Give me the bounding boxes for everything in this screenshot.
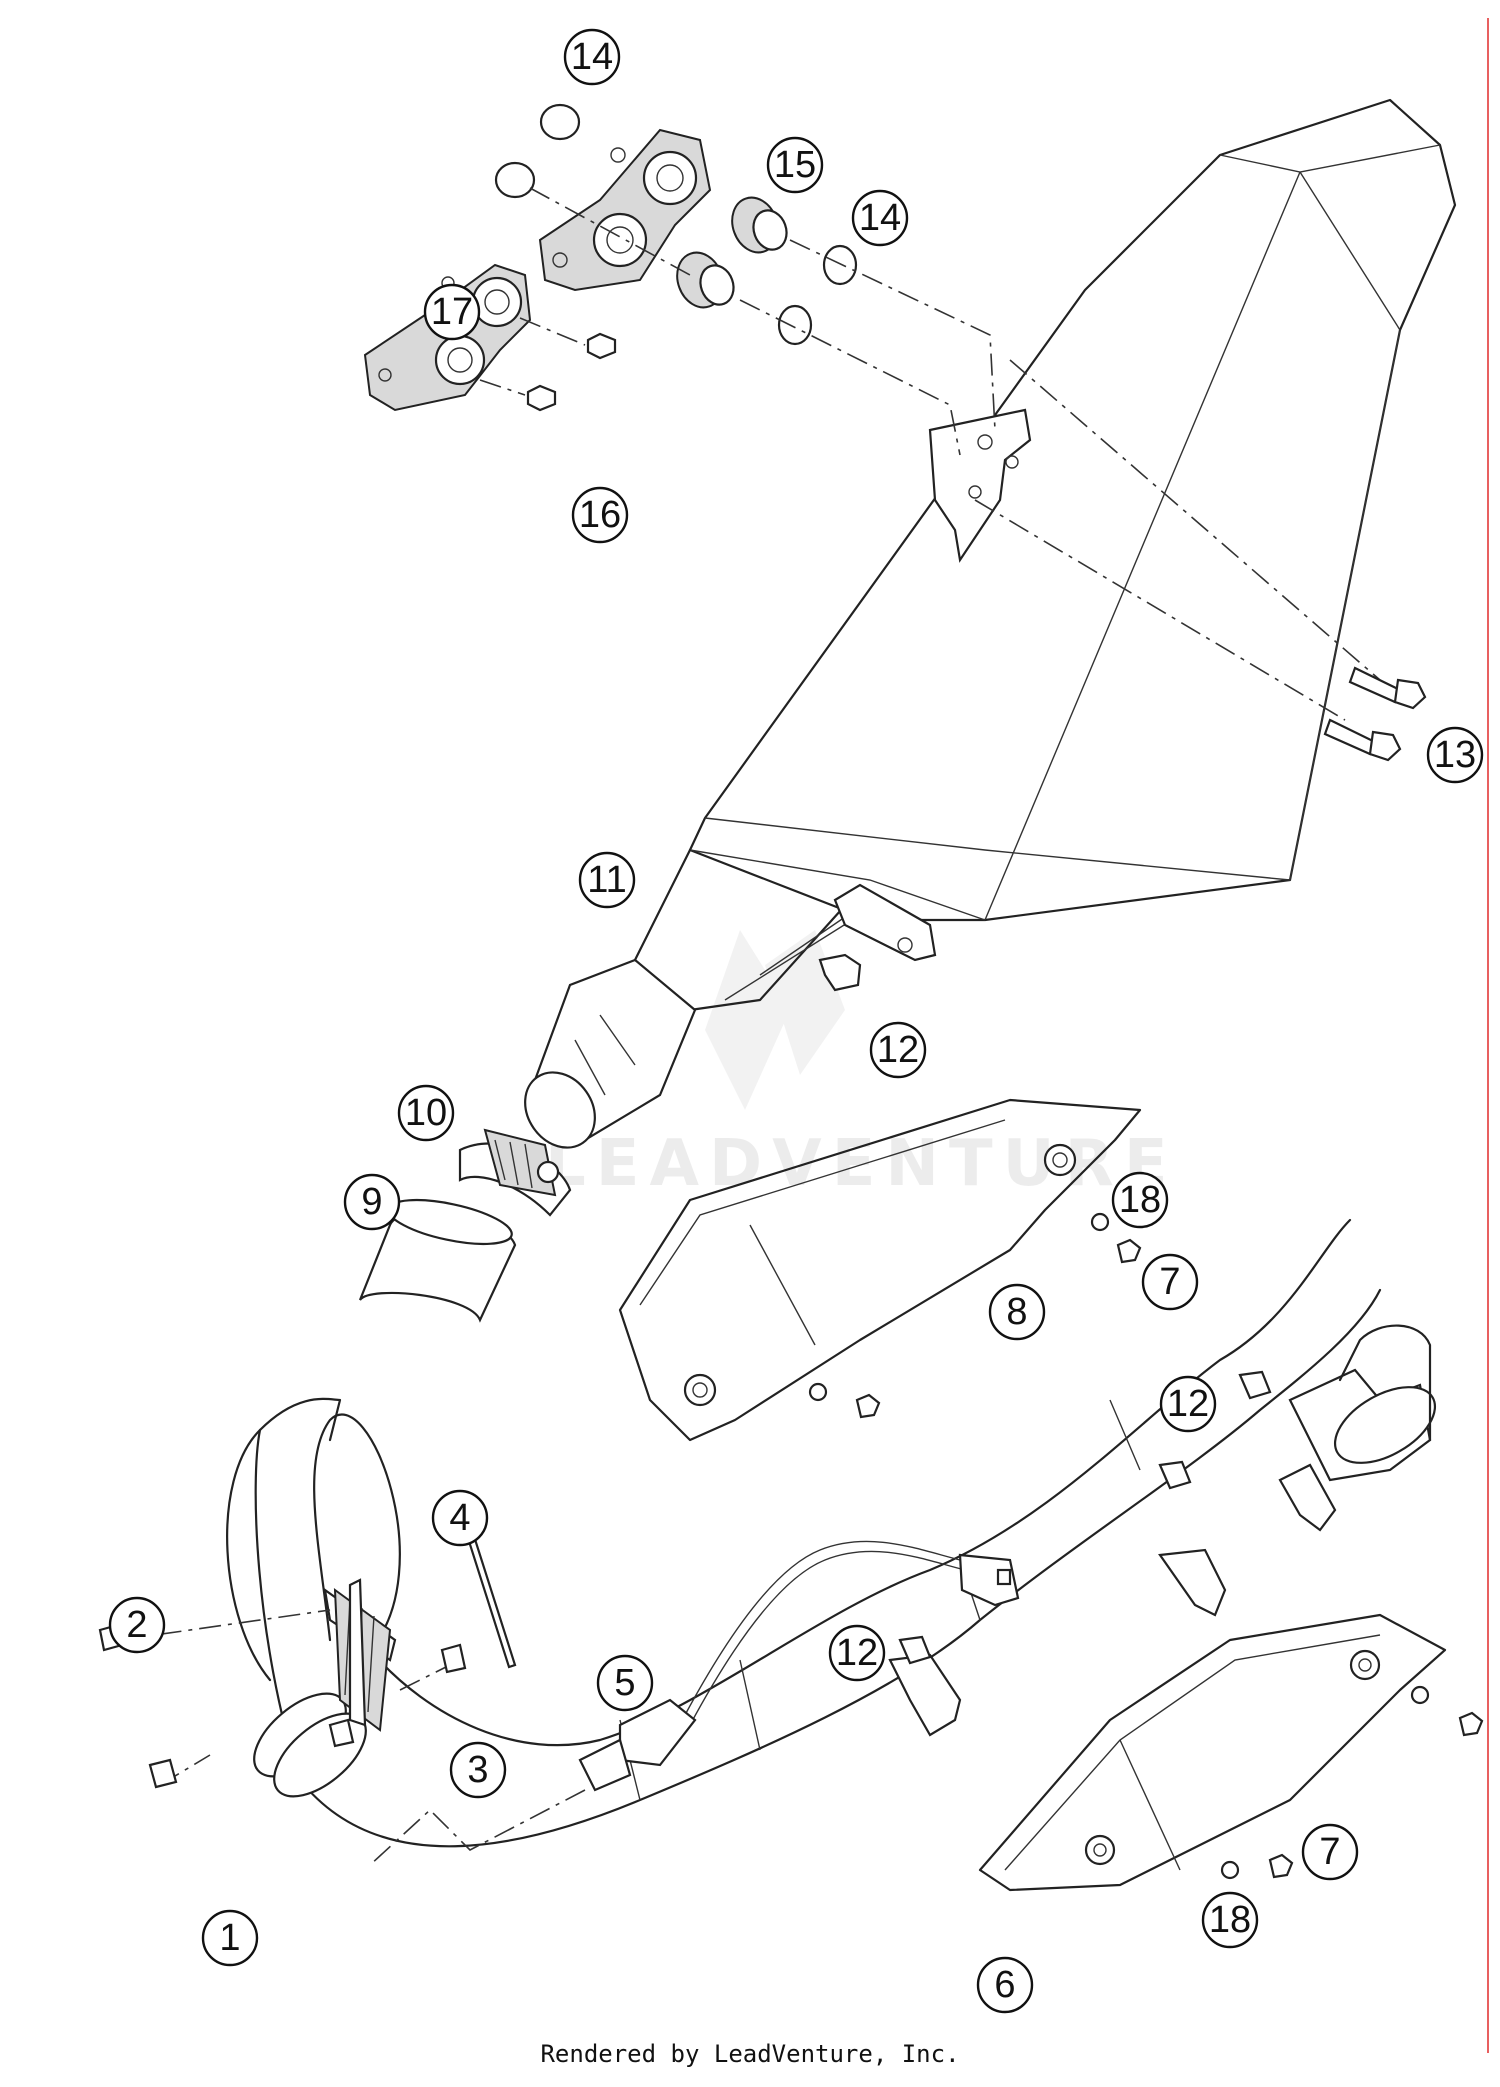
clip-nut-d: [898, 1635, 932, 1665]
callout-17: 17: [423, 283, 481, 341]
exhaust-sleeve: [358, 1198, 517, 1323]
callout-15: 15: [766, 136, 824, 194]
callout-6: 6: [976, 1956, 1034, 2014]
lambda-sensor: [369, 1540, 1020, 1866]
svg-text:17: 17: [431, 291, 473, 333]
callout-7b: 7: [1301, 1823, 1359, 1881]
callout-8: 8: [988, 1283, 1046, 1341]
svg-text:12: 12: [836, 1632, 878, 1674]
exhaust-clamp: [458, 1128, 572, 1217]
svg-text:14: 14: [859, 197, 901, 239]
callout-18b: 18: [1201, 1891, 1259, 1949]
callout-2: 2: [108, 1596, 166, 1654]
watermark-text: LEADVENTURE: [545, 1127, 1178, 1201]
silencer-bracket-assembly: [494, 103, 996, 456]
svg-text:18: 18: [1119, 1179, 1161, 1221]
svg-text:16: 16: [579, 494, 621, 536]
svg-text:1: 1: [219, 1917, 240, 1959]
svg-text:18: 18: [1209, 1899, 1251, 1941]
svg-text:8: 8: [1006, 1291, 1027, 1333]
clip-nut: [818, 953, 862, 992]
callout-11: 11: [578, 851, 636, 909]
header-pipe: [226, 1218, 1437, 1848]
callout-16: 16: [571, 486, 629, 544]
svg-text:4: 4: [449, 1497, 470, 1539]
callout-3: 3: [449, 1741, 507, 1799]
callout-4: 4: [431, 1489, 489, 1547]
callout-5: 5: [596, 1654, 654, 1712]
callout-14a: 14: [563, 28, 621, 86]
silencer-bolts: [974, 359, 1427, 762]
svg-text:10: 10: [405, 1092, 447, 1134]
callout-9: 9: [343, 1173, 401, 1231]
silencer: [524, 98, 1457, 1149]
svg-text:13: 13: [1434, 734, 1476, 776]
svg-text:2: 2: [126, 1604, 147, 1646]
callout-14b: 14: [851, 189, 909, 247]
svg-text:11: 11: [587, 859, 626, 901]
callout-7a: 7: [1141, 1253, 1199, 1311]
callout-12c: 12: [828, 1624, 886, 1682]
svg-text:7: 7: [1159, 1261, 1180, 1303]
callout-10: 10: [397, 1084, 455, 1142]
callout-12b: 12: [1159, 1375, 1217, 1433]
svg-text:6: 6: [994, 1964, 1015, 2006]
callout-12a: 12: [869, 1021, 927, 1079]
callout-1: 1: [201, 1909, 259, 1967]
svg-text:12: 12: [1167, 1383, 1209, 1425]
svg-text:15: 15: [774, 144, 816, 186]
svg-text:9: 9: [361, 1181, 382, 1223]
clip-nut-c: [1158, 1460, 1192, 1490]
front-heat-shield: [978, 1613, 1484, 1892]
callout-13: 13: [1426, 726, 1484, 784]
page-edge-line: [1487, 18, 1489, 2053]
callout-18a: 18: [1111, 1171, 1169, 1229]
svg-text:5: 5: [614, 1662, 635, 1704]
svg-text:3: 3: [467, 1749, 488, 1791]
svg-text:7: 7: [1319, 1831, 1340, 1873]
svg-text:12: 12: [877, 1029, 919, 1071]
clip-nut-b: [1238, 1370, 1272, 1400]
svg-text:14: 14: [571, 36, 613, 78]
footer-credit: Rendered by LeadVenture, Inc.: [540, 2040, 960, 2068]
rear-heat-shield: [618, 1098, 1142, 1442]
seal: [465, 1531, 517, 1669]
